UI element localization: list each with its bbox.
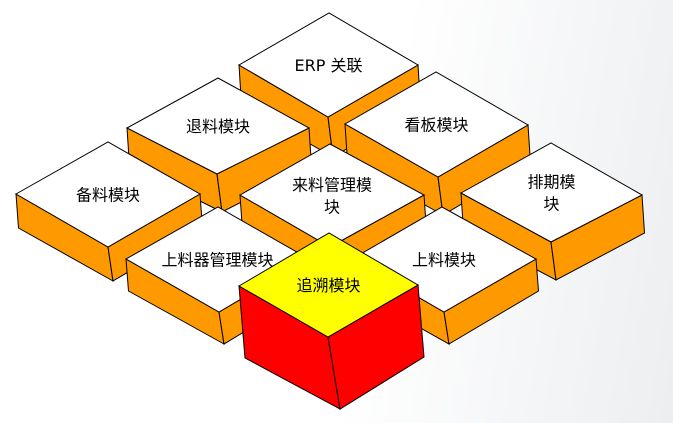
- block-top-face: [238, 232, 419, 338]
- module-label: 上料器管理模块: [161, 251, 273, 270]
- module-label: 上料模块: [412, 251, 476, 270]
- module-block-traceability[interactable]: 追溯模块: [238, 232, 425, 410]
- block-top-face: [125, 77, 311, 175]
- block-top-face: [459, 142, 644, 243]
- module-label: 来料管理模: [292, 176, 372, 195]
- module-label: 块: [324, 198, 340, 217]
- block-top-face: [343, 71, 530, 178]
- module-label: 备料模块: [76, 186, 140, 205]
- block-top-face: [238, 143, 426, 248]
- module-block-preparation[interactable]: 备料模块: [14, 141, 204, 282]
- module-label: 看板模块: [404, 116, 468, 135]
- module-label: 退料模块: [186, 117, 250, 136]
- block-top-face: [238, 12, 419, 118]
- module-label: 排期模: [527, 173, 575, 192]
- module-label: 块: [543, 195, 559, 214]
- module-label: ERP 关联: [295, 56, 363, 75]
- module-label: 追溯模块: [296, 276, 360, 295]
- block-top-face: [14, 141, 202, 248]
